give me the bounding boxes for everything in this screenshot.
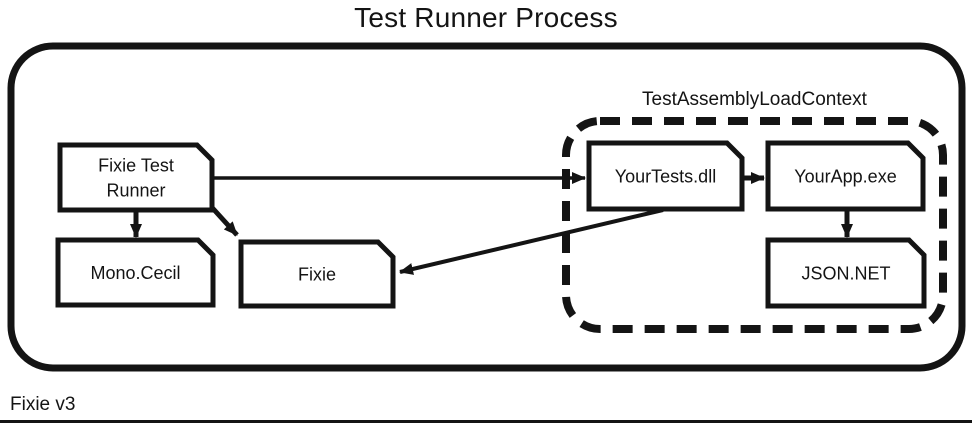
node-label-yourapp-exe: YourApp.exe [794,167,896,187]
node-label-yourtests-dll: YourTests.dll [615,167,716,187]
node-box-yourtests-dll [586,140,745,212]
node-box-fixie [238,239,396,309]
node-box-mono-cecil [55,237,216,308]
node-fixie: Fixie [238,239,396,309]
node-yourtests-dll: YourTests.dll [586,140,745,212]
node-box-fixie-test-runner [57,142,215,213]
node-label-json-net: JSON.NET [801,264,890,284]
node-label-fixie-test-runner: Runner [106,181,165,201]
node-mono-cecil: Mono.Cecil [55,237,216,308]
node-box-yourapp-exe [765,140,926,212]
assembly-load-context-boundary [562,117,947,333]
node-box-json-net [765,237,927,309]
screenshot-bottom-edge [0,420,972,423]
diagram-title: Test Runner Process [354,2,618,33]
node-label-mono-cecil: Mono.Cecil [90,263,180,283]
node-label-fixie-test-runner: Fixie Test [98,156,174,176]
edge-yourtests-to-fixie [399,208,664,275]
node-json-net: JSON.NET [765,237,927,309]
process-boundary [7,42,966,372]
node-yourapp-exe: YourApp.exe [765,140,926,212]
assembly-load-context-label: TestAssemblyLoadContext [642,89,867,110]
node-label-fixie: Fixie [298,265,336,285]
version-label: Fixie v3 [10,394,76,415]
